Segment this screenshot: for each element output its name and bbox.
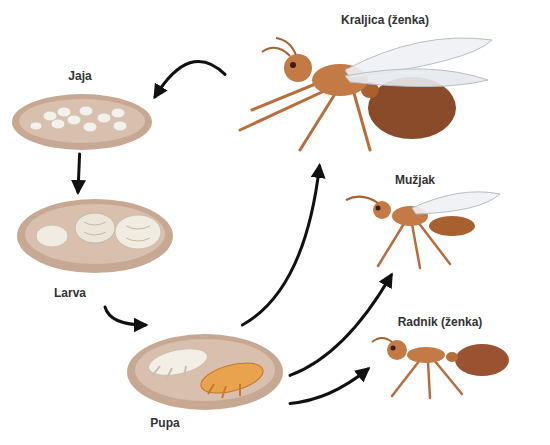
queen-node: Kraljica (ženka) <box>225 8 495 166</box>
stage-label: Jaja <box>68 68 91 84</box>
pupa-node: Pupa <box>120 325 290 437</box>
cycle-arrow <box>155 61 225 96</box>
egg-node: Jaja <box>10 66 155 154</box>
stage-label: Kraljica (ženka) <box>341 12 429 28</box>
egg-plate <box>12 94 152 150</box>
stage-label: Larva <box>54 285 86 301</box>
stage-label: Mužjak <box>395 172 435 188</box>
larva-node: Larva <box>15 192 165 307</box>
cycle-arrow <box>105 307 146 325</box>
cycle-arrow <box>290 369 368 403</box>
male-ant <box>346 192 500 268</box>
stage-label: Radnik (ženka) <box>398 314 483 330</box>
male-node: Mužjak <box>330 170 505 275</box>
stage-label: Pupa <box>150 415 179 431</box>
worker-ant <box>372 338 509 398</box>
cycle-arrow <box>242 166 319 325</box>
pupa-plate <box>127 334 283 410</box>
cycle-arrow <box>78 154 80 192</box>
worker-node: Radnik (ženka) <box>368 312 540 407</box>
cycle-arrow <box>290 275 391 375</box>
queen-ant <box>240 38 492 150</box>
larva-plate <box>17 199 173 273</box>
